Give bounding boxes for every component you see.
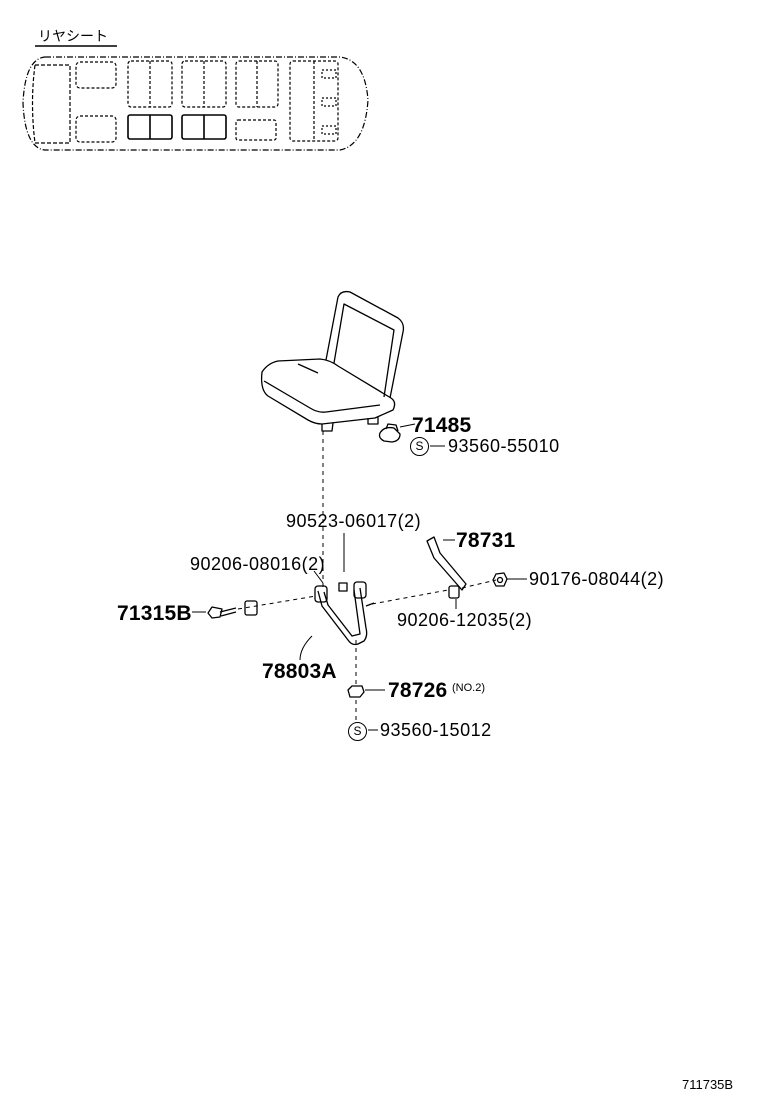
part-label-71485: 71485	[412, 414, 472, 437]
part-label-90206-12035: 90206-12035(2)	[397, 610, 533, 630]
section-label: リヤシート	[38, 28, 108, 44]
small-parts	[207, 423, 508, 698]
part-label-93560-55010: 93560-55010	[448, 436, 560, 456]
part-label-71315B: 71315B	[117, 602, 192, 625]
part-label-78726: 78726	[388, 679, 448, 702]
vehicle-overview	[22, 45, 369, 151]
part-note-78726: (NO.2)	[452, 682, 485, 694]
standard-part-mark: S	[410, 437, 429, 456]
drawing-number: 711735B	[682, 1077, 734, 1092]
standard-part-mark: S	[348, 722, 367, 741]
part-label-93560-15012: 93560-15012	[380, 720, 492, 740]
part-label-90206-08016: 90206-08016(2)	[190, 554, 326, 574]
part-label-78803A: 78803A	[262, 660, 337, 683]
part-label-90523-06017: 90523-06017(2)	[286, 511, 422, 531]
rear-seat-drawing	[260, 290, 405, 432]
leader-lines	[192, 423, 527, 731]
part-label-90176-08044: 90176-08044(2)	[529, 569, 665, 589]
part-label-78731: 78731	[456, 529, 516, 552]
